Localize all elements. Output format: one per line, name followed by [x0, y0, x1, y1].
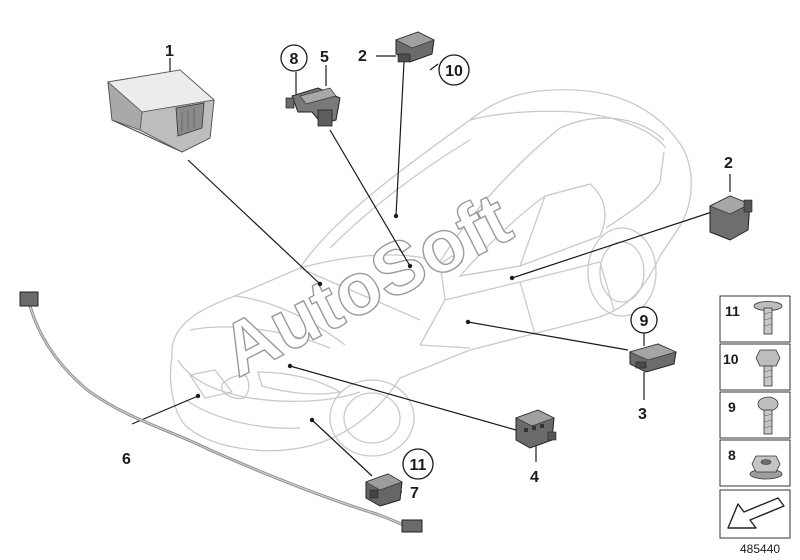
callout-4: 4: [530, 469, 539, 486]
part-sensor-right[interactable]: [709, 195, 753, 241]
callout-11: 11: [410, 457, 427, 474]
part-front-sensor[interactable]: [365, 473, 403, 507]
fastener-panel: 11 10 9 8: [719, 295, 791, 539]
fastener-number-9: 9: [728, 399, 736, 415]
callout-3: 3: [638, 406, 647, 423]
fastener-row-9[interactable]: [719, 391, 791, 439]
callouts: 1 2 2 3 4 5 6 7 8 9 10 11: [122, 43, 733, 502]
fastener-number-8: 8: [728, 447, 736, 463]
callout-7: 7: [410, 485, 419, 502]
callout-2-top: 2: [358, 48, 367, 65]
callout-10-circle: [438, 54, 470, 86]
hex-nut-icon: [749, 455, 783, 480]
fastener-number-11: 11: [725, 303, 740, 319]
part-bracket-sensor[interactable]: [285, 87, 341, 127]
part-sensor-top[interactable]: [395, 31, 435, 63]
callout-6: 6: [122, 451, 131, 468]
callout-8: 8: [290, 51, 299, 68]
callout-9-circle: [630, 306, 658, 334]
torx-screw-icon: [757, 396, 779, 435]
part-wiring-lead[interactable]: [19, 291, 423, 533]
part-impact-sensor[interactable]: [515, 409, 557, 449]
callout-8-circle: [280, 44, 308, 72]
callout-5: 5: [320, 49, 329, 66]
attachment-points: [195, 213, 515, 423]
document-number: 485440: [740, 542, 780, 556]
direction-arrow-icon: [727, 497, 785, 529]
callout-11-circle: [402, 448, 434, 480]
fastener-number-10: 10: [723, 351, 739, 367]
hex-head-screw-icon: [755, 349, 781, 387]
car-outline: [169, 89, 692, 457]
callout-2-right: 2: [724, 155, 733, 172]
flange-screw-icon: [753, 301, 783, 335]
callout-10: 10: [445, 63, 463, 80]
callout-1: 1: [165, 43, 174, 60]
part-sensor-3[interactable]: [628, 343, 678, 373]
fastener-row-10[interactable]: [719, 343, 791, 391]
callout-9: 9: [640, 313, 649, 330]
part-control-unit[interactable]: [107, 69, 215, 153]
leader-lines: [131, 55, 731, 493]
